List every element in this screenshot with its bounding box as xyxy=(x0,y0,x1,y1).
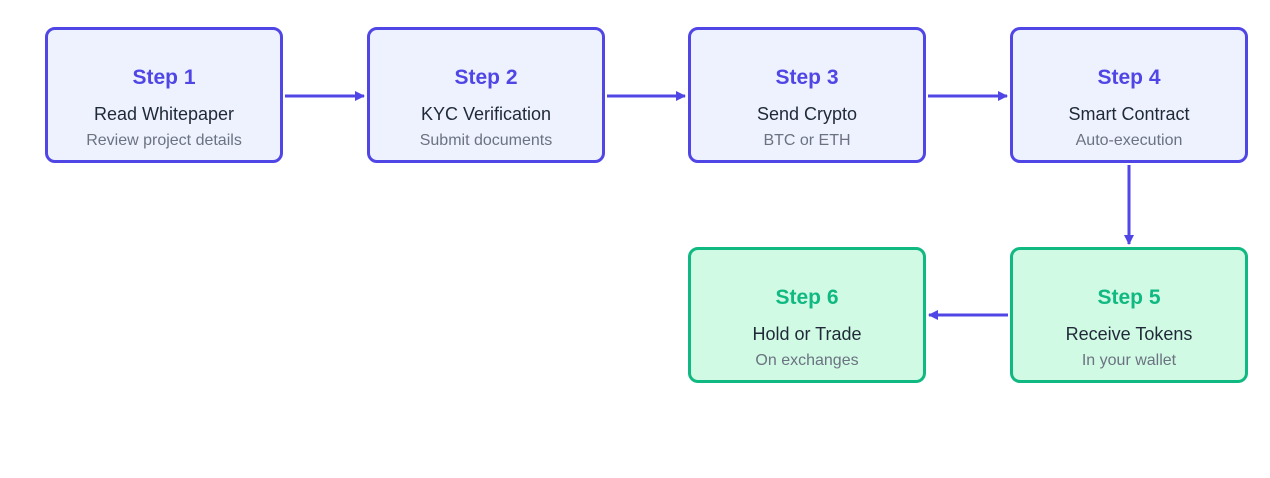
step-4-label: Smart Contract xyxy=(1068,104,1190,124)
step-6-title: Step 6 xyxy=(775,286,839,309)
step-2-label: KYC Verification xyxy=(420,104,552,124)
step-3-box: Step 3 Send Crypto BTC or ETH xyxy=(688,27,926,163)
step-2-box: Step 2 KYC Verification Submit documents xyxy=(367,27,605,163)
step-1-label: Read Whitepaper xyxy=(93,104,235,124)
step-4-box: Step 4 Smart Contract Auto-execution xyxy=(1010,27,1248,163)
step-3-description: BTC or ETH xyxy=(763,132,851,149)
step-6-box: Step 6 Hold or Trade On exchanges xyxy=(688,247,926,383)
step-2-description: Submit documents xyxy=(419,132,553,149)
step-3-title: Step 3 xyxy=(775,66,839,89)
step-6-description: On exchanges xyxy=(755,352,859,369)
step-4-title: Step 4 xyxy=(1097,66,1161,89)
step-6-label: Hold or Trade xyxy=(752,324,862,344)
step-3-label: Send Crypto xyxy=(756,104,858,124)
step-2-title: Step 2 xyxy=(454,66,518,89)
step-5-description: In your wallet xyxy=(1081,352,1177,369)
step-5-title: Step 5 xyxy=(1097,286,1161,309)
step-5-box: Step 5 Receive Tokens In your wallet xyxy=(1010,247,1248,383)
step-1-title: Step 1 xyxy=(132,66,196,89)
step-1-description: Review project details xyxy=(86,132,242,149)
step-1-box: Step 1 Read Whitepaper Review project de… xyxy=(45,27,283,163)
step-5-label: Receive Tokens xyxy=(1065,324,1193,344)
step-4-description: Auto-execution xyxy=(1075,132,1183,149)
